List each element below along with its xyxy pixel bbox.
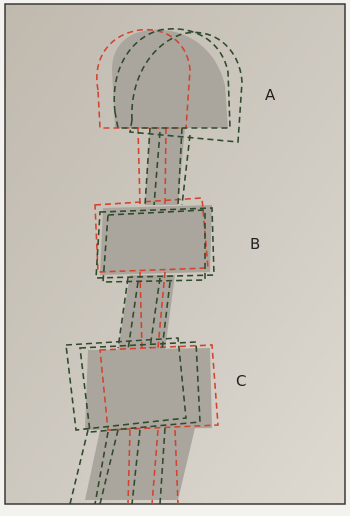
- label-b: B: [250, 235, 260, 253]
- label-c: C: [236, 372, 246, 390]
- label-a: A: [265, 86, 276, 104]
